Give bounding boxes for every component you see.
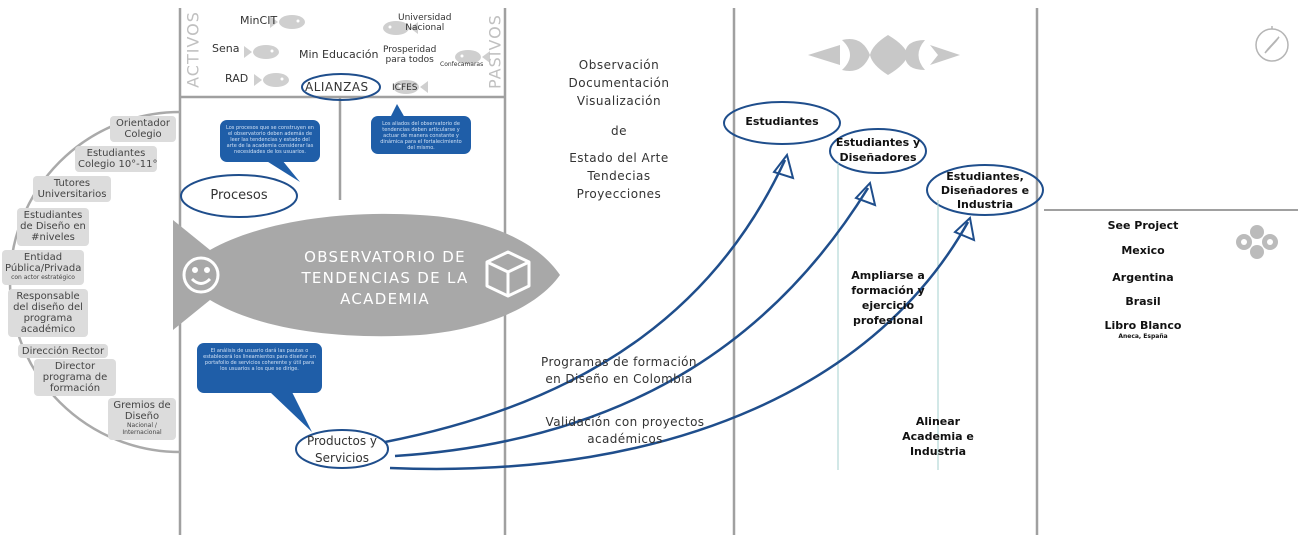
- target-estudiantes-disenadores[interactable]: Estudiantes y Diseñadores: [835, 136, 921, 164]
- middle-validacion: Validación con proyectos académicos: [545, 415, 705, 446]
- alliance-mincit: MinCIT: [240, 14, 278, 27]
- right-libro-blanco[interactable]: Libro Blanco: [1104, 319, 1182, 332]
- right-see-project[interactable]: See Project: [1107, 219, 1179, 232]
- arrow-heads: [772, 152, 976, 242]
- user-gremios-sub: Nacional / Internacional: [122, 422, 162, 436]
- middle-estado-arte: Estado del Arte: [569, 151, 669, 165]
- productos-bubble: El análisis de usuario dará las pautas o…: [197, 343, 322, 393]
- pasivos-label: PASIVOS: [485, 14, 505, 89]
- guide-lines: [837, 163, 939, 470]
- cube-icon: [485, 250, 531, 298]
- alliance-confecamaras: Confecamaras: [440, 61, 484, 68]
- alliance-rad: RAD: [225, 72, 249, 85]
- productos-label[interactable]: Productos y Servicios: [306, 434, 378, 465]
- productos-bubble-tail: [270, 392, 312, 432]
- alliance-sena: Sena: [212, 42, 240, 55]
- middle-programas: Programas de formación en Diseño en Colo…: [541, 355, 697, 386]
- procesos-bubble: Los procesos que se construyen en el obs…: [220, 120, 320, 162]
- user-gremios-label: Gremios de Diseño: [113, 400, 171, 422]
- alianzas-bubble-tail: [390, 104, 405, 118]
- navy-ellipses: [180, 73, 1044, 469]
- middle-documentacion: Documentación: [568, 76, 670, 90]
- user-estudiantes-colegio: Estudiantes Colegio 10°-11°: [75, 146, 158, 172]
- alliance-universidad-nacional: Universidad Nacional: [398, 13, 452, 33]
- smiley-icon: [182, 256, 220, 294]
- big-fish: [173, 213, 560, 337]
- alinear-text: Alinear Academia e Industria: [902, 415, 974, 458]
- user-responsable: Responsable del diseño del programa acad…: [8, 289, 88, 337]
- fish-title: OBSERVATORIO DE TENDENCIAS DE LA ACADEMI…: [301, 248, 469, 308]
- user-entidad-sub: con actor estratégico: [11, 274, 75, 281]
- ampliarse-text: Ampliarse a formación y ejercicio profes…: [851, 269, 925, 327]
- small-fish-icons: [244, 15, 490, 94]
- middle-visualizacion: Visualización: [576, 94, 662, 108]
- user-direccion-rector: Dirección Rector: [18, 344, 108, 358]
- user-estudiantes-diseno: Estudiantes de Diseño en #niveles: [17, 208, 89, 246]
- right-libro-sub: Aneca, España: [1118, 333, 1168, 340]
- target-estudiantes[interactable]: Estudiantes: [745, 115, 819, 128]
- alianzas-label[interactable]: ALIANZAS: [305, 80, 369, 94]
- user-orientador: Orientador Colegio: [110, 116, 176, 142]
- procesos-bubble-tail: [265, 160, 300, 182]
- target-estudiantes-disenadores-industria[interactable]: Estudiantes, Diseñadores e Industria: [940, 170, 1030, 211]
- compass-icon: [1255, 26, 1289, 62]
- user-entidad: Entidad Pública/Privada con actor estrat…: [2, 250, 84, 285]
- clover-icon: [1236, 225, 1278, 259]
- alliance-icfes: ICFES: [392, 83, 418, 93]
- user-tutores: Tutores Universitarios: [33, 176, 111, 202]
- middle-de: de: [611, 124, 627, 138]
- user-entidad-label: Entidad Pública/Privada: [5, 252, 82, 274]
- user-gremios: Gremios de Diseño Nacional / Internacion…: [108, 398, 176, 440]
- procesos-label[interactable]: Procesos: [210, 188, 268, 203]
- curved-arrows: [384, 159, 970, 471]
- middle-observacion: Observación: [578, 58, 660, 72]
- alliance-min-educacion: Min Educación: [299, 48, 379, 61]
- right-mexico[interactable]: Mexico: [1121, 244, 1165, 257]
- user-director-programa: Director programa de formación: [34, 359, 116, 396]
- alliance-prosperidad: Prosperidad para todos: [383, 45, 437, 65]
- middle-proyecciones: Proyecciones: [576, 187, 662, 201]
- alianzas-bubble: Los aliados del observatorio de tendenci…: [371, 116, 471, 154]
- emblem-icon: [808, 35, 960, 75]
- activos-label: ACTIVOS: [183, 11, 203, 88]
- right-argentina[interactable]: Argentina: [1112, 271, 1174, 284]
- middle-tendecias: Tendecias: [587, 169, 651, 183]
- right-brasil[interactable]: Brasil: [1125, 295, 1161, 308]
